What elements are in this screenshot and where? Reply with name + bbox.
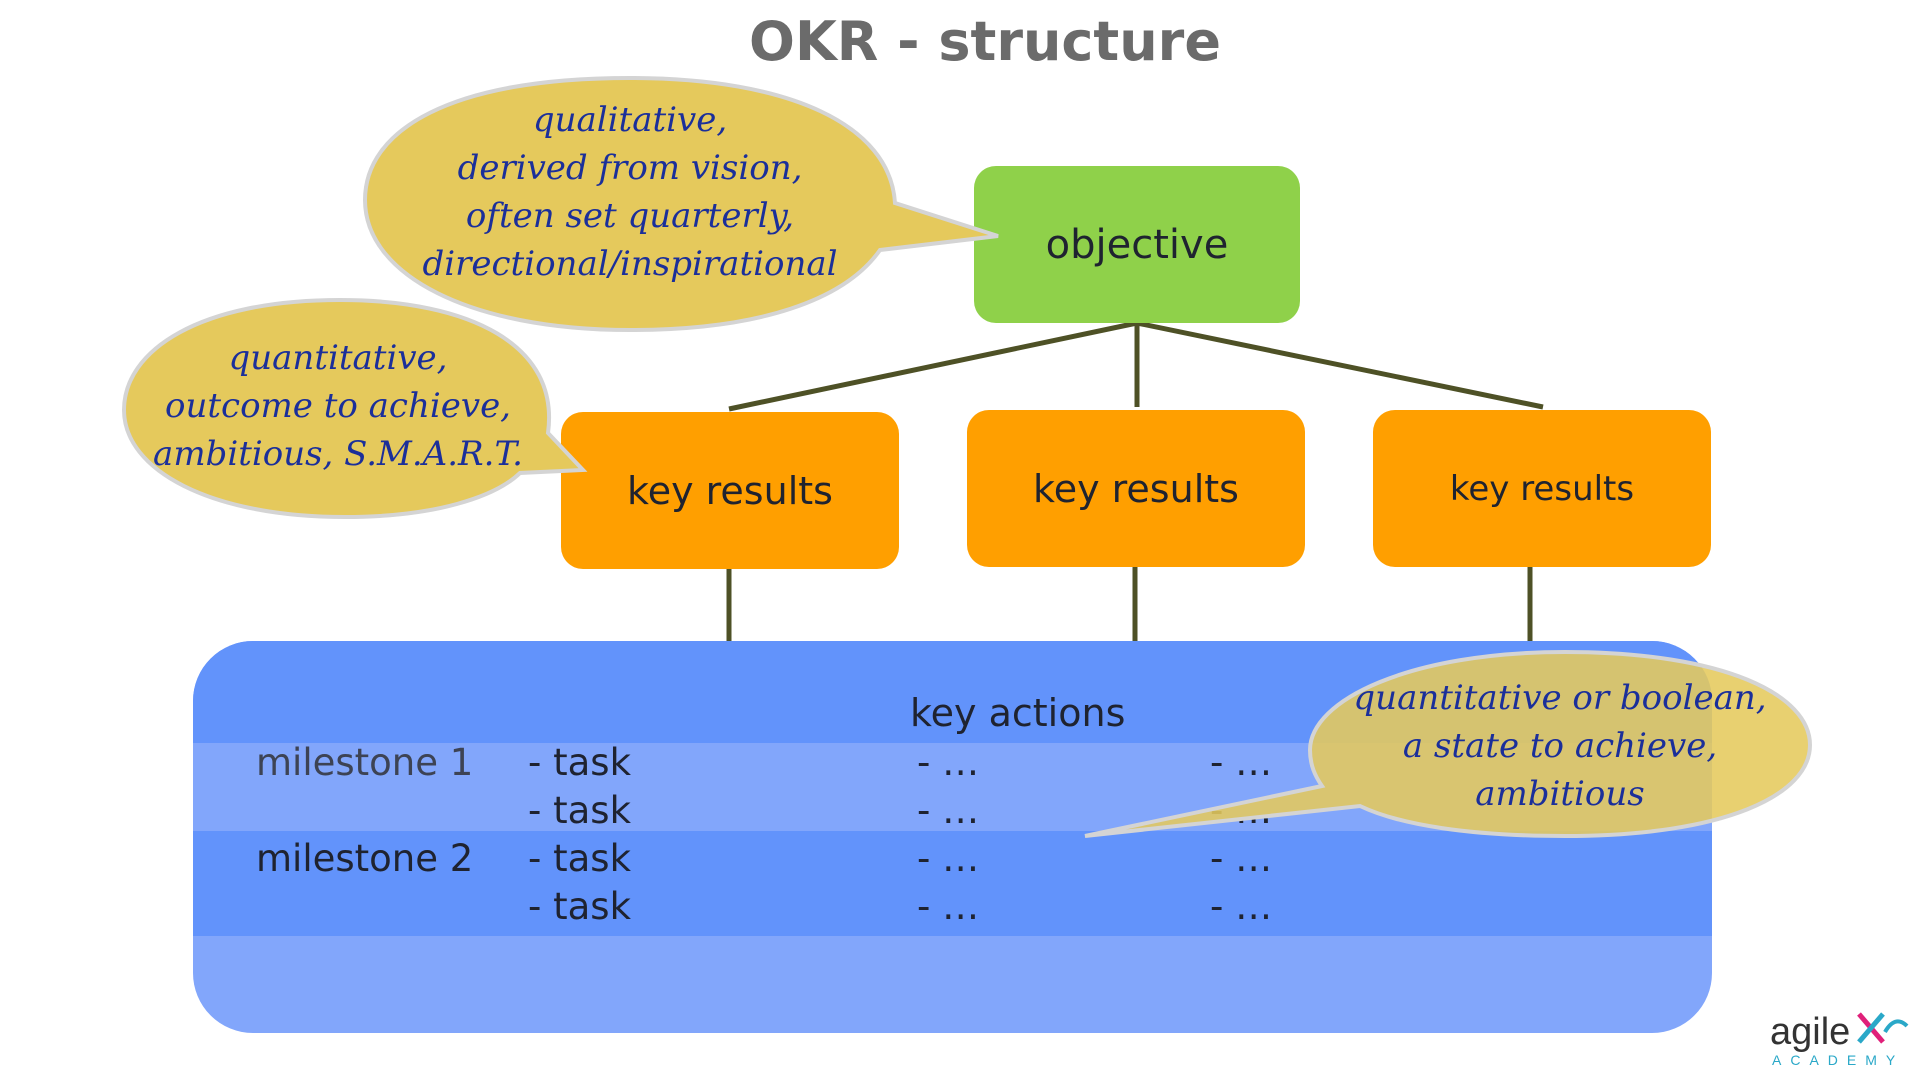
action-cell: - … (1210, 885, 1273, 928)
objective-label: objective (1045, 221, 1229, 268)
objective-callout-bubble (362, 75, 999, 333)
task-cell: - task (528, 741, 631, 784)
milestone-label: milestone 2 (256, 837, 474, 880)
key-results-label: key results (1449, 468, 1635, 509)
page-title: OKR - structure (749, 10, 1221, 73)
key-results-box-2: key results (967, 410, 1305, 567)
key-results-callout-text: quantitative, outcome to achieve, ambiti… (153, 338, 523, 474)
logo-subtitle: ACADEMY (1772, 1052, 1905, 1068)
agile-academy-logo: agile ACADEMY (1770, 1008, 1911, 1068)
objective-box: objective (974, 166, 1300, 323)
action-cell: - … (917, 741, 980, 784)
key-results-box-1: key results (561, 412, 899, 569)
logo-word: agile (1770, 1011, 1851, 1053)
action-cell: - … (1210, 837, 1273, 880)
task-cell: - task (528, 885, 631, 928)
connector-objective-kr1 (728, 320, 1138, 412)
milestone-label: milestone 1 (256, 741, 474, 784)
logo-x-icon (1857, 1012, 1909, 1044)
action-cell: - … (917, 789, 980, 832)
key-results-label: key results (1033, 466, 1239, 511)
key-actions-callout-bubble (1084, 649, 1813, 839)
key-results-box-3: key results (1373, 410, 1711, 567)
action-cell: - … (917, 885, 980, 928)
action-cell: - … (917, 837, 980, 880)
key-results-callout-bubble (121, 297, 588, 520)
task-cell: - task (528, 837, 631, 880)
key-results-label: key results (627, 468, 833, 513)
key-actions-callout-text: quantitative or boolean, a state to achi… (1353, 678, 1767, 814)
connector-objective-kr3 (1136, 320, 1544, 410)
action-cell: - … (1210, 741, 1273, 784)
task-cell: - task (528, 789, 631, 832)
objective-callout-text: qualitative, derived from vision, often … (422, 100, 838, 284)
key-actions-label: key actions (910, 691, 1126, 735)
milestone-2-band (193, 831, 1712, 936)
